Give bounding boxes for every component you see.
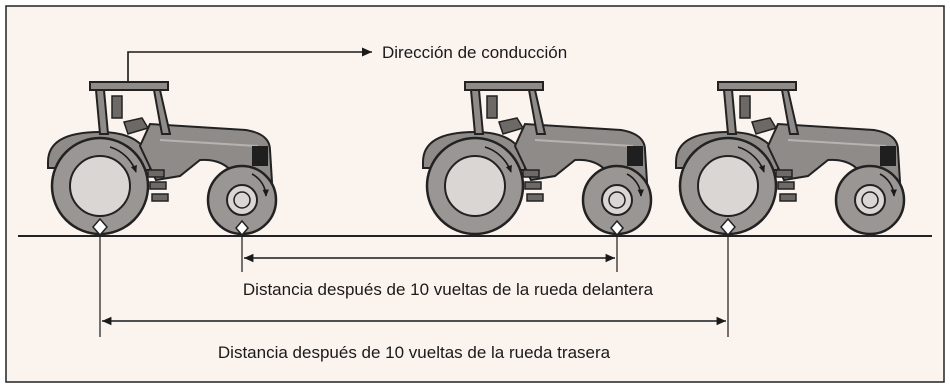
front-distance-label: Distancia después de 10 vueltas de la ru… <box>243 280 654 299</box>
rear-distance-label: Distancia después de 10 vueltas de la ru… <box>218 343 611 362</box>
driving-direction-arrow <box>127 47 372 82</box>
driving-direction-label: Dirección de conducción <box>382 43 567 62</box>
